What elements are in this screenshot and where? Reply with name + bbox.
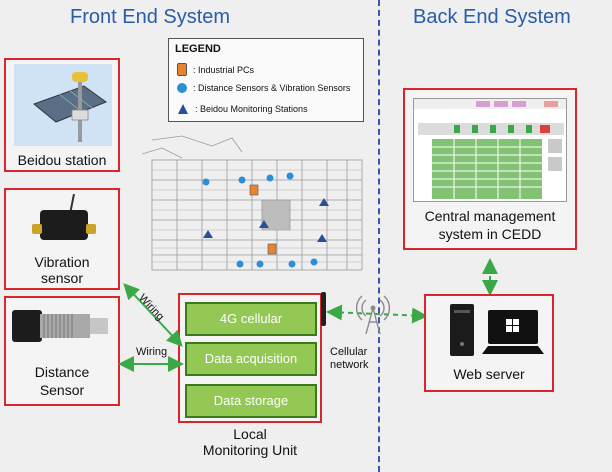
blue-circle-icon (177, 83, 187, 93)
beidou-station-box: Beidou station (4, 58, 120, 172)
module-data-acquisition: Data acquisition (185, 342, 317, 376)
legend-item-beidou: : Beidou Monitoring Stations (177, 103, 308, 115)
antenna-icon (321, 292, 326, 326)
vibration-sensor-label-line2: sensor (40, 270, 84, 286)
dashboard-thumbnail (414, 99, 566, 199)
distance-sensor-box: Distance Sensor (4, 296, 120, 406)
beidou-station-label: Beidou station (17, 152, 107, 168)
vibration-sensor-icon (32, 194, 96, 240)
legend-item-label: : Distance Sensors & Vibration Sensors (193, 83, 351, 93)
central-management-screenshot (413, 98, 567, 202)
server-tower-icon (450, 304, 474, 356)
system-divider (378, 0, 380, 472)
cellular-network-label-line2: network (330, 359, 369, 371)
distance-sensor-label-line1: Distance (34, 364, 90, 380)
module-data-storage: Data storage (185, 384, 317, 418)
local-monitoring-unit-label-line1: Local (233, 426, 267, 442)
legend-item-industrial-pc: : Industrial PCs (177, 63, 254, 76)
blue-triangle-icon (177, 103, 189, 115)
local-monitoring-unit-label-line2: Monitoring Unit (202, 442, 298, 458)
distance-sensor-icon (12, 310, 108, 342)
web-server-box: Web server (424, 294, 554, 392)
back-end-title: Back End System (413, 6, 571, 28)
legend-item-label: : Beidou Monitoring Stations (195, 104, 308, 114)
distance-sensor-label-line2: Sensor (39, 382, 85, 398)
legend-item-label: : Industrial PCs (193, 64, 255, 75)
module-4g-cellular: 4G cellular (185, 302, 317, 336)
laptop-windows-icon (482, 310, 544, 354)
beidou-station-icon (14, 64, 112, 146)
legend: LEGEND : Industrial PCs : Distance Senso… (168, 38, 364, 122)
site-floor-plan (142, 135, 363, 271)
legend-title: LEGEND (175, 43, 221, 55)
front-end-title: Front End System (70, 6, 231, 28)
cellular-network-label-line1: Cellular (330, 346, 368, 358)
wiring-label-horizontal: Wiring (136, 346, 168, 358)
web-server-label: Web server (453, 366, 525, 382)
legend-item-sensors: : Distance Sensors & Vibration Sensors (177, 83, 350, 93)
vibration-sensor-label-line1: Vibration (34, 254, 90, 270)
cell-tower-icon (356, 295, 390, 335)
central-management-label-line1: Central management (424, 208, 556, 224)
orange-square-icon (177, 63, 187, 76)
central-management-label-line2: system in CEDD (438, 226, 542, 242)
vibration-sensor-box: Vibration sensor (4, 188, 120, 290)
